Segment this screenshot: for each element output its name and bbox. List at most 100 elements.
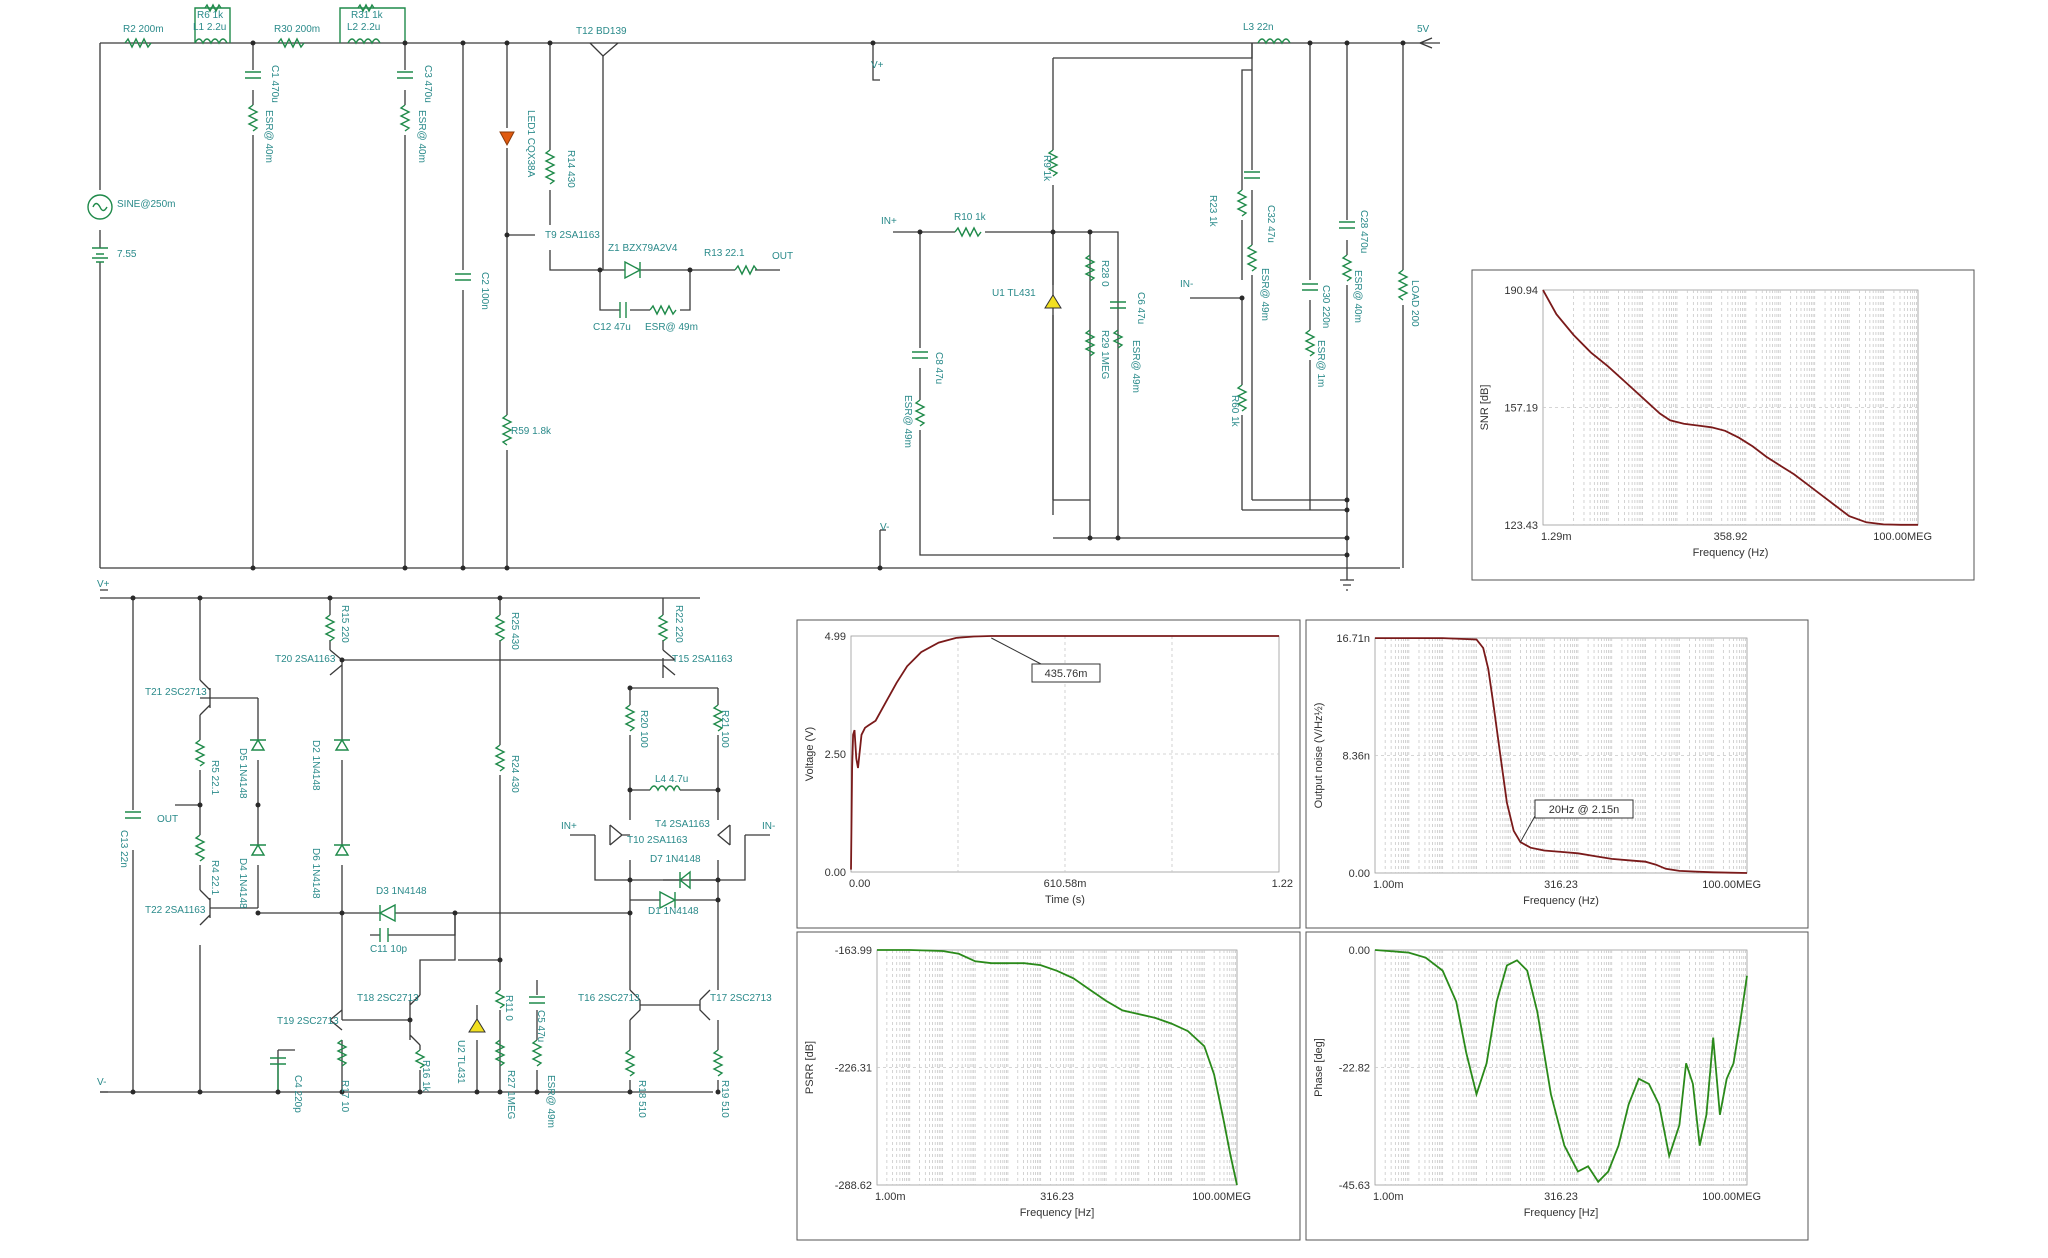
y-tick-label: 8.36n: [1342, 751, 1370, 763]
component-label: R10 1k: [954, 212, 987, 223]
x-axis-title: Frequency (Hz): [1523, 895, 1599, 907]
x-tick-label: 610.58m: [1044, 878, 1087, 890]
x-axis-title: Time (s): [1045, 894, 1085, 906]
y-tick-label: 157.19: [1504, 403, 1538, 415]
x-axis-title: Frequency [Hz]: [1020, 1207, 1095, 1219]
component-label: IN-: [762, 821, 775, 832]
component-label-vertical: C6 47u: [1135, 292, 1146, 324]
component-label: U1 TL431: [992, 288, 1036, 299]
component-label: IN+: [881, 216, 897, 227]
component-label-vertical: R11 0: [503, 995, 514, 1021]
component-label: IN+: [561, 821, 577, 832]
component-label-vertical: R23 1k: [1207, 195, 1218, 228]
component-label-vertical: ESR@ 49m: [902, 395, 913, 448]
component-label-vertical: ESR@ 40m: [263, 110, 274, 163]
y-tick-label: 2.50: [825, 749, 846, 761]
series-line: [877, 949, 1238, 1186]
x-tick-label: 316.23: [1040, 1191, 1074, 1203]
component-label: R59 1.8k: [511, 426, 552, 437]
component-label-vertical: LOAD 200: [1409, 280, 1420, 327]
component-label-vertical: R28 0: [1099, 260, 1110, 287]
component-label: T18 2SC2713: [357, 993, 419, 1004]
component-label: V+: [97, 579, 110, 590]
y-tick-label: -45.63: [1339, 1180, 1370, 1192]
series-line: [1375, 637, 1748, 874]
component-label-vertical: C8 47u: [933, 352, 944, 384]
annotation-text: 435.76m: [1045, 668, 1088, 680]
component-label-vertical: ESR@ 40m: [1352, 270, 1363, 323]
y-axis-title: Output noise (V/Hz½): [1313, 703, 1325, 809]
component-label-vertical: D5 1N4148: [237, 748, 248, 799]
annotation-arrow: [991, 637, 1042, 665]
x-tick-label: 1.22: [1272, 878, 1293, 890]
component-label: L1 2.2u: [193, 22, 226, 33]
y-axis-title: Voltage (V): [804, 727, 816, 781]
component-label: T20 2SA1163: [275, 654, 336, 665]
component-label-vertical: R24 430: [509, 755, 520, 793]
component-label-vertical: R4 22.1: [209, 860, 220, 895]
component-label-vertical: C2 100n: [479, 272, 490, 310]
component-label-vertical: D6 1N4148: [310, 848, 321, 899]
component-label: T15 2SA1163: [672, 654, 733, 665]
component-label-vertical: R19 510: [719, 1080, 730, 1118]
component-label: T4 2SA1163: [655, 819, 710, 830]
component-label-vertical: R15 220: [339, 605, 350, 643]
x-tick-label: 100.00MEG: [1702, 1191, 1761, 1203]
component-label-vertical: C13 22n: [118, 830, 129, 868]
chart-frame: [1305, 619, 1809, 929]
component-label-vertical: U2 TL431: [455, 1040, 466, 1084]
y-axis-title: SNR [dB]: [1479, 385, 1491, 431]
component-label-vertical: R60 1k: [1229, 395, 1240, 428]
component-label-vertical: C28 470u: [1358, 210, 1369, 253]
x-tick-label: 100.00MEG: [1192, 1191, 1251, 1203]
annotation-box: [1534, 799, 1634, 819]
component-label: R6 1k: [197, 10, 224, 21]
component-label: T19 2SC2713: [277, 1016, 339, 1027]
x-tick-label: 316.23: [1544, 1191, 1578, 1203]
component-label: R30 200m: [274, 24, 320, 35]
y-tick-label: -288.62: [835, 1180, 872, 1192]
component-label-vertical: R27 1MEG: [505, 1070, 516, 1120]
component-label-vertical: D4 1N4148: [237, 858, 248, 909]
y-tick-label: -226.31: [835, 1063, 872, 1075]
component-label: R2 200m: [123, 24, 164, 35]
component-label: IN-: [1180, 279, 1193, 290]
component-label-vertical: C3 470u: [422, 65, 433, 103]
chart-frame: [1305, 931, 1809, 1241]
x-tick-label: 1.00m: [875, 1191, 906, 1203]
component-label: R13 22.1: [704, 248, 745, 259]
component-label: OUT: [157, 814, 178, 825]
chart-frame: [1471, 269, 1975, 581]
component-label-vertical: D2 1N4148: [310, 740, 321, 791]
component-label: T9 2SA1163: [545, 230, 600, 241]
component-label: D1 1N4148: [648, 906, 699, 917]
x-tick-label: 358.92: [1714, 531, 1748, 543]
y-tick-label: 0.00: [825, 867, 846, 879]
component-label: D3 1N4148: [376, 886, 427, 897]
component-label-vertical: C30 220n: [1320, 285, 1331, 328]
series-line: [1374, 949, 1748, 1184]
component-label: L4 4.7u: [655, 774, 688, 785]
component-label: C12 47u: [593, 322, 631, 333]
component-label: L3 22n: [1243, 22, 1274, 33]
y-tick-label: 123.43: [1504, 520, 1538, 532]
led-icon: [499, 131, 515, 147]
component-label: ESR@ 49m: [645, 322, 698, 333]
component-label-vertical: R29 1MEG: [1099, 330, 1110, 380]
component-label: T17 2SC2713: [710, 993, 772, 1004]
component-label-vertical: R21 100: [719, 710, 730, 748]
component-label-vertical: ESR@ 49m: [1259, 268, 1270, 321]
component-label: R31 1k: [351, 10, 384, 21]
top-junctions: [250, 40, 1406, 571]
bottom-junctions: [130, 595, 721, 1095]
y-axis-title: PSRR [dB]: [804, 1041, 816, 1094]
component-label-vertical: R9 1k: [1041, 155, 1052, 182]
series-line: [850, 635, 1279, 870]
top-schematic-wires: [99, 37, 1440, 591]
